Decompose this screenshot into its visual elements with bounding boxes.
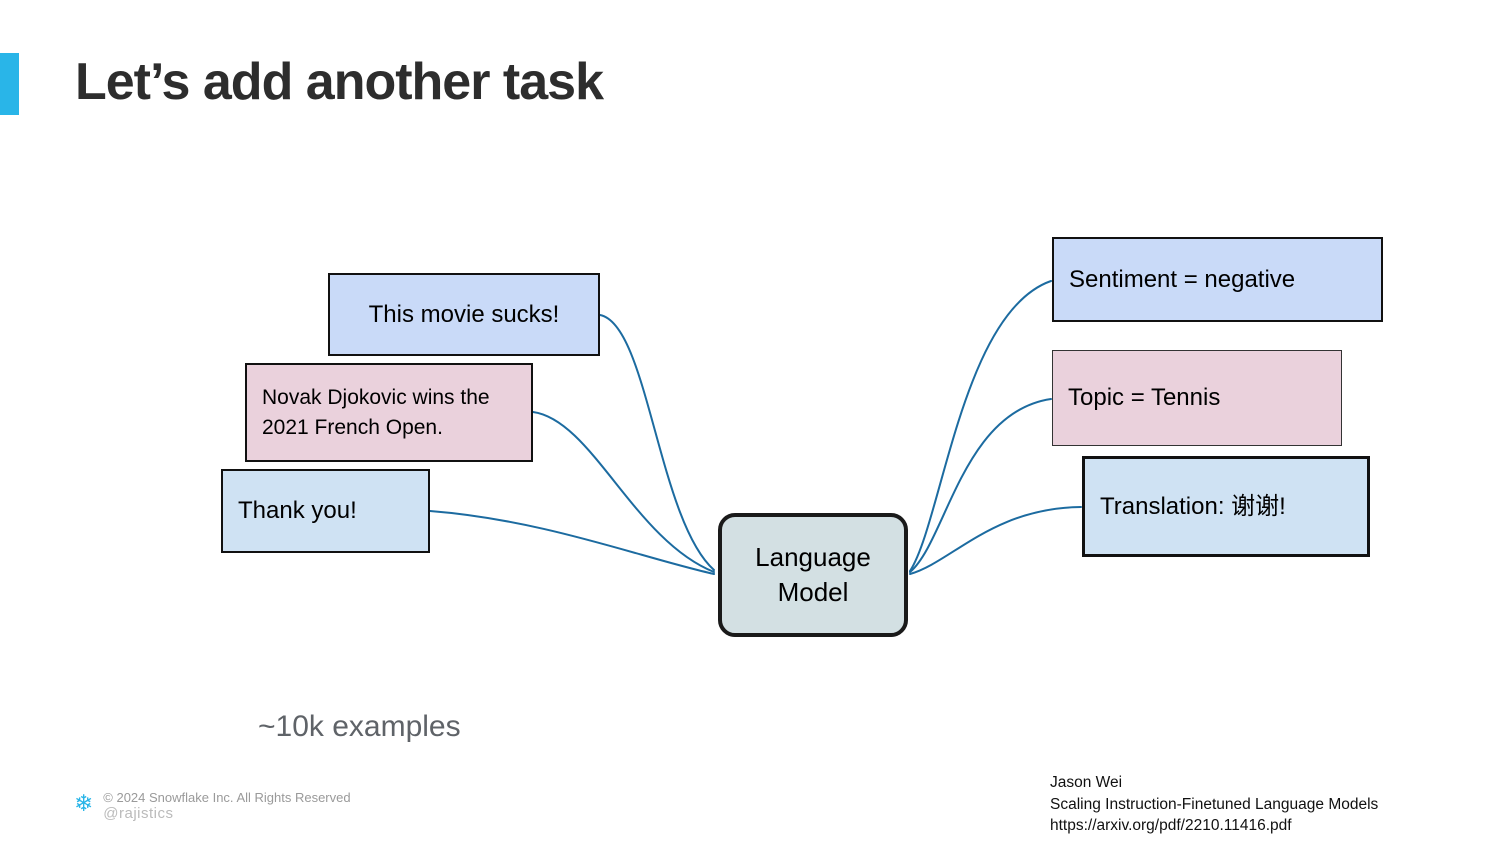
input-box-movie-review-label: This movie sucks! [368, 300, 560, 328]
connector-model-to-sentiment [909, 280, 1052, 572]
page-title: Let’s add another task [75, 53, 604, 111]
citation-paper-title: Scaling Instruction-Finetuned Language M… [1050, 795, 1379, 813]
input-box-news-headline: Novak Djokovic wins the 2021 French Open… [245, 363, 533, 462]
social-handle: @rajistics [103, 805, 174, 822]
connector-thankyou-to-model [429, 510, 715, 575]
language-model-node: Language Model [718, 513, 908, 637]
output-box-sentiment: Sentiment = negative [1052, 237, 1383, 322]
output-box-topic: Topic = Tennis [1052, 350, 1342, 446]
output-box-sentiment-label: Sentiment = negative [1069, 265, 1296, 293]
footer-left: ❄ © 2024 Snowflake Inc. All Rights Reser… [74, 790, 351, 822]
output-box-translation-label: Translation: 谢谢! [1100, 492, 1286, 520]
input-box-thank-you: Thank you! [221, 469, 430, 553]
footer-left-text: © 2024 Snowflake Inc. All Rights Reserve… [103, 790, 350, 822]
input-box-news-headline-label: Novak Djokovic wins the 2021 French Open… [262, 385, 490, 439]
output-box-topic-label: Topic = Tennis [1068, 384, 1221, 411]
connector-model-to-topic [909, 398, 1052, 573]
input-box-movie-review: This movie sucks! [328, 273, 600, 356]
title-accent-bar [0, 53, 19, 115]
citation-block: Jason Wei Scaling Instruction-Finetuned … [1050, 772, 1378, 837]
citation-author: Jason Wei [1050, 774, 1123, 791]
connector-movie-to-model [599, 314, 715, 571]
input-box-thank-you-label: Thank you! [238, 497, 357, 524]
snowflake-icon: ❄ [74, 790, 94, 816]
language-model-label: Language Model [755, 542, 871, 607]
examples-count-note: ~10k examples [258, 710, 461, 743]
connector-novak-to-model [532, 411, 715, 573]
output-box-translation: Translation: 谢谢! [1082, 456, 1370, 557]
copyright-text: © 2024 Snowflake Inc. All Rights Reserve… [103, 790, 351, 805]
citation-url: https://arxiv.org/pdf/2210.11416.pdf [1050, 817, 1292, 834]
connector-model-to-translation [909, 506, 1082, 575]
